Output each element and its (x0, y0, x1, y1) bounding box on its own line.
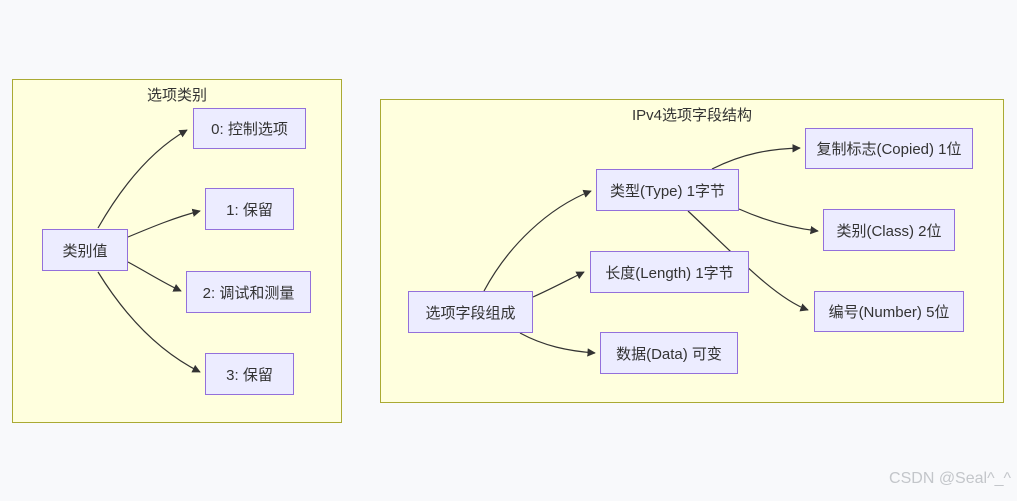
cluster-ipv4-option-field-title: IPv4选项字段结构 (631, 107, 752, 124)
node-number: 编号(Number) 5位 (814, 291, 964, 332)
node-opt1-reserved: 1: 保留 (205, 188, 294, 230)
node-category-value: 类别值 (42, 229, 128, 271)
node-class: 类别(Class) 2位 (823, 209, 955, 251)
node-length: 长度(Length) 1字节 (590, 251, 749, 293)
node-option-field-composition: 选项字段组成 (408, 291, 533, 333)
node-copied-flag: 复制标志(Copied) 1位 (805, 128, 973, 169)
cluster-option-category-title: 选项类别 (146, 87, 207, 104)
node-opt2-debug: 2: 调试和测量 (186, 271, 311, 313)
node-type: 类型(Type) 1字节 (596, 169, 739, 211)
node-opt3-reserved: 3: 保留 (205, 353, 294, 395)
node-opt0-control: 0: 控制选项 (193, 108, 306, 149)
node-data: 数据(Data) 可变 (600, 332, 738, 374)
watermark: CSDN @Seal^_^ (889, 470, 1011, 487)
